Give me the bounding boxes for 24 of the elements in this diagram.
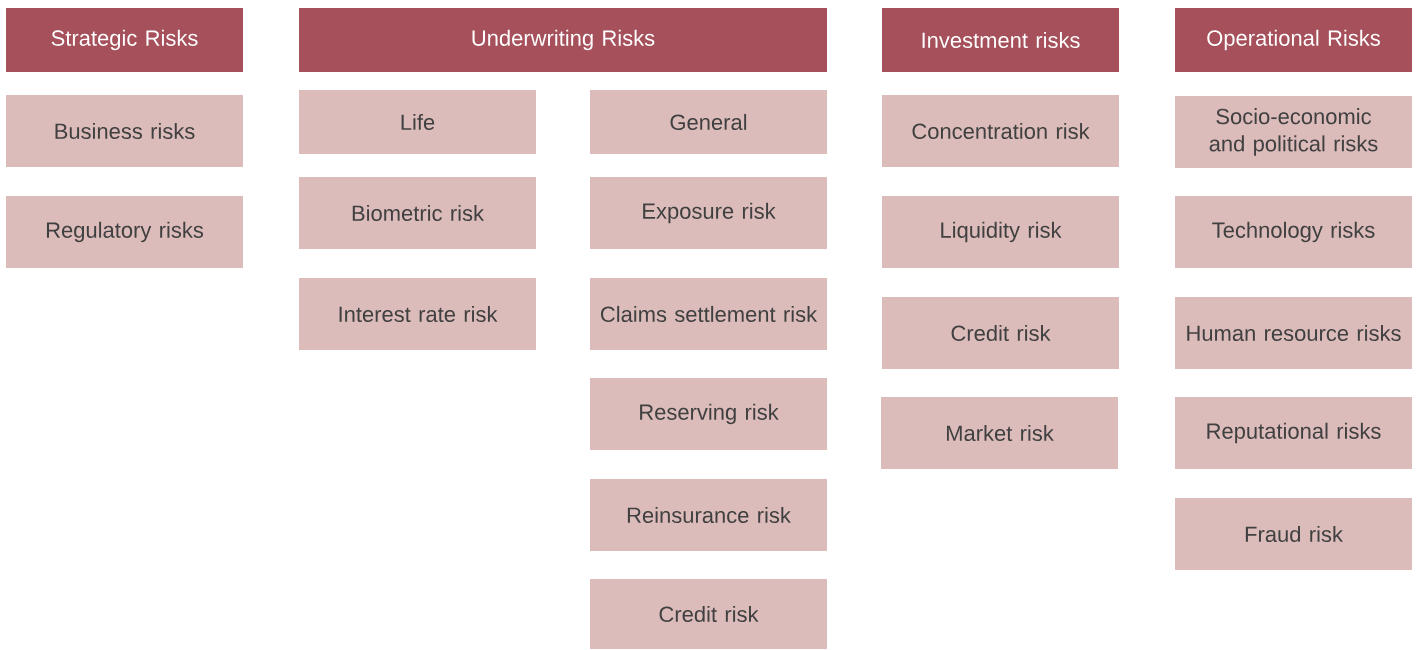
risk-box: Credit risk [590,579,827,649]
risk-box: Claims settlement risk [590,278,827,350]
header-box: Underwriting Risks [299,8,827,72]
header-box: Investment risks [882,8,1119,72]
risk-box: Market risk [881,397,1118,469]
risk-box: Business risks [6,95,243,167]
risk-box: Life [299,90,536,154]
risk-box: Credit risk [882,297,1119,369]
risk-box: Fraud risk [1175,498,1412,570]
risk-box: Exposure risk [590,177,827,249]
risk-box: Reserving risk [590,378,827,450]
header-box: Strategic Risks [6,8,243,72]
risk-box: Human resource risks [1175,297,1412,369]
risk-box: Reputational risks [1175,397,1412,469]
risk-box: Interest rate risk [299,278,536,350]
risk-box: Biometric risk [299,177,536,249]
risk-box: Reinsurance risk [590,479,827,551]
header-box: Operational Risks [1175,8,1412,72]
risk-box: Liquidity risk [882,196,1119,268]
risk-box: Socio-economic and political risks [1175,96,1412,168]
risk-box: Regulatory risks [6,196,243,268]
risk-box: Concentration risk [882,95,1119,167]
risk-box: Technology risks [1175,196,1412,268]
risk-box: General [590,90,827,154]
